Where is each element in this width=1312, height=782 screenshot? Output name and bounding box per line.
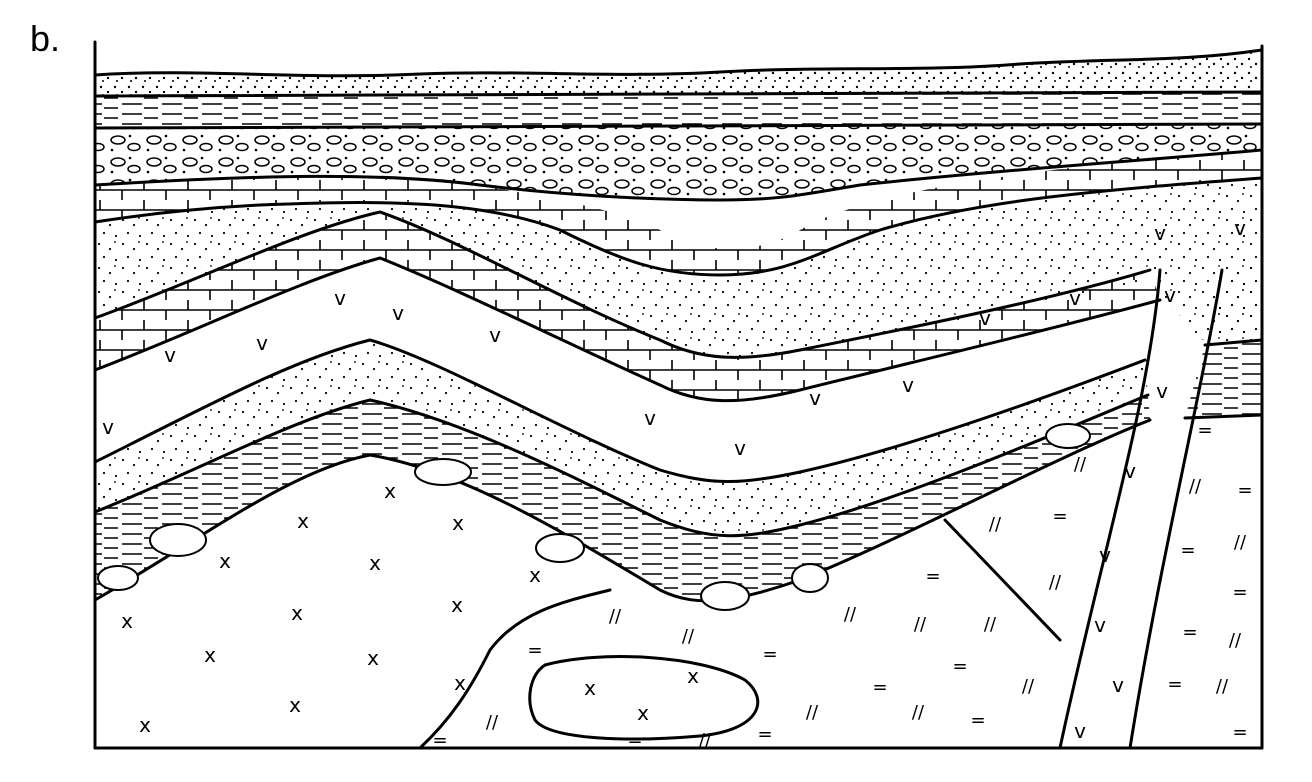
dash-symbol: = <box>1180 540 1195 561</box>
vee-symbol: v <box>979 306 991 330</box>
tick-symbol: // <box>1074 454 1087 475</box>
cross-symbol: x <box>121 609 133 633</box>
vee-symbol: v <box>334 286 346 310</box>
vee-symbol: v <box>392 301 404 325</box>
tick-symbol: // <box>984 614 997 635</box>
vee-symbol: v <box>1074 719 1086 743</box>
dash-symbol: = <box>432 730 447 751</box>
vee-symbol: v <box>1154 221 1166 245</box>
vee-symbol: v <box>1164 283 1176 307</box>
cross-symbol: x <box>219 549 231 573</box>
tick-symbol: // <box>1189 476 1202 497</box>
cross-symbol: x <box>451 593 463 617</box>
vee-symbol: v <box>1112 673 1124 697</box>
vee-symbol: v <box>1069 286 1081 310</box>
cross-symbol: x <box>291 601 303 625</box>
tick-symbol: // <box>914 614 927 635</box>
cross-symbol: x <box>139 713 151 737</box>
dash-symbol: = <box>627 730 642 751</box>
tick-symbol: // <box>609 606 622 627</box>
dash-symbol: = <box>1232 582 1247 603</box>
dash-symbol: = <box>952 656 967 677</box>
tick-symbol: // <box>486 712 499 733</box>
shale-layer <box>95 92 1262 128</box>
cross-symbol: x <box>637 701 649 725</box>
dash-symbol: = <box>1237 480 1252 501</box>
cross-symbol: x <box>289 693 301 717</box>
tick-symbol: // <box>682 626 695 647</box>
tick-symbol: // <box>1216 676 1229 697</box>
dash-symbol: = <box>757 724 772 745</box>
dash-symbol: = <box>925 566 940 587</box>
dash-symbol: = <box>762 644 777 665</box>
cross-symbol: x <box>452 511 464 535</box>
vee-symbol: v <box>1094 613 1106 637</box>
tick-symbol: // <box>1049 572 1062 593</box>
dash-symbol: = <box>1232 722 1247 743</box>
tick-symbol: // <box>699 730 712 751</box>
vee-symbol: v <box>644 406 656 430</box>
cross-symbol: x <box>529 563 541 587</box>
tick-symbol: // <box>1022 676 1035 697</box>
tick-symbol: // <box>912 702 925 723</box>
vee-symbol: v <box>1099 543 1111 567</box>
tick-symbol: // <box>1234 532 1247 553</box>
cross-symbol: x <box>384 479 396 503</box>
dash-symbol: = <box>1052 506 1067 527</box>
vee-symbol: v <box>1124 459 1136 483</box>
vee-symbol: v <box>734 436 746 460</box>
cross-symbol: x <box>687 664 699 688</box>
dash-symbol: = <box>872 677 887 698</box>
soil-layer <box>95 50 1262 96</box>
xenolith: x x x <box>530 657 758 739</box>
dash-symbol: = <box>1182 622 1197 643</box>
tick-symbol: // <box>1229 630 1242 651</box>
vee-symbol: v <box>1156 379 1168 403</box>
tick-symbol: // <box>844 604 857 625</box>
dash-symbol: = <box>1167 674 1182 695</box>
dash-symbol: = <box>1197 420 1212 441</box>
cross-symbol: x <box>297 509 309 533</box>
cross-symbol: x <box>584 676 596 700</box>
tick-symbol: // <box>806 702 819 723</box>
cross-symbol: x <box>204 643 216 667</box>
vee-symbol: v <box>256 331 268 355</box>
dike: v v v v v v v <box>1060 270 1222 748</box>
dash-symbol: = <box>970 710 985 731</box>
dash-symbol: = <box>527 640 542 661</box>
vee-symbol: v <box>102 415 114 439</box>
vee-symbol: v <box>902 373 914 397</box>
cross-symbol: x <box>369 551 381 575</box>
vee-symbol: v <box>809 386 821 410</box>
vee-symbol: v <box>489 323 501 347</box>
vee-symbol: v <box>1234 216 1246 240</box>
cross-symbol: x <box>454 671 466 695</box>
vee-symbol: v <box>164 343 176 367</box>
cross-symbol: x <box>367 646 379 670</box>
tick-symbol: // <box>989 514 1002 535</box>
